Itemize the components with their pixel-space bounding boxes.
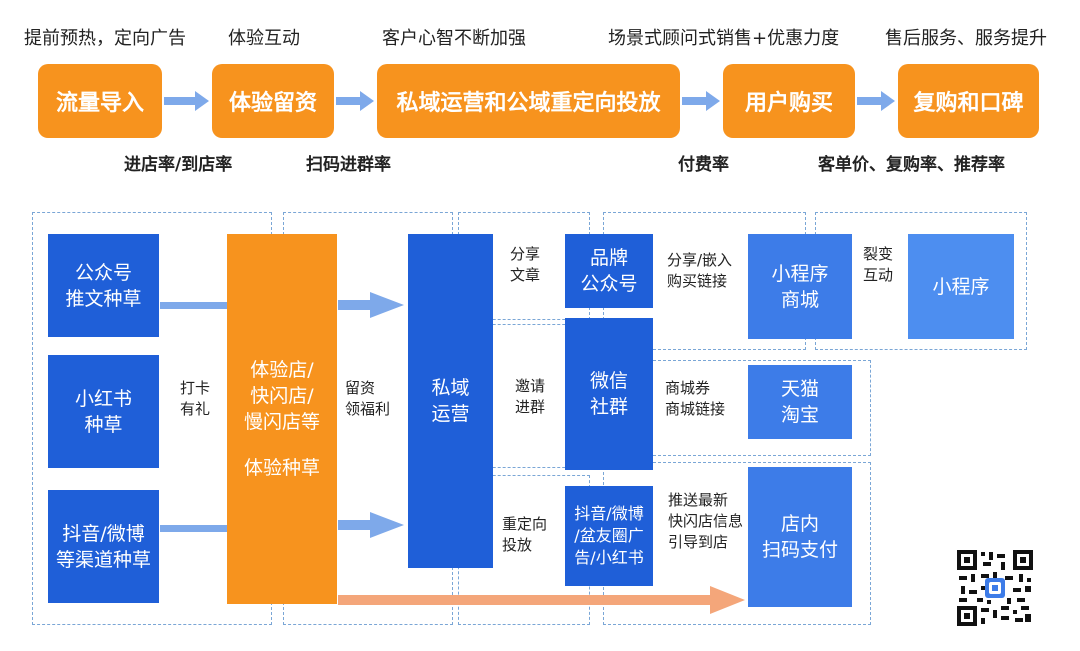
metric-group-join-rate: 扫码进群率 [306, 155, 391, 175]
note-checkin: 打卡有礼 [180, 379, 211, 418]
box-private-domain: 私域运营 [408, 234, 493, 568]
arrow-3 [682, 91, 720, 111]
top-label-interaction: 体验互动 [228, 28, 300, 49]
stage-retention: 体验留资 [212, 64, 334, 138]
box-instore-payment: 店内扫码支付 [748, 467, 852, 607]
box-tmall-taobao: 天猫淘宝 [748, 365, 852, 439]
top-label-preheat: 提前预热，定向广告 [24, 28, 186, 49]
box-douyin-weibo: 抖音/微博等渠道种草 [48, 490, 159, 603]
qr-code-icon [957, 550, 1033, 626]
note-fission: 裂变互动 [863, 245, 894, 284]
box-ad-channels: 抖音/微博 /盆友圈广 告/小红书 [565, 486, 653, 586]
note-share-embed: 分享/嵌入购买链接 [667, 251, 733, 290]
box-brand-official-account: 品牌公众号 [565, 234, 653, 308]
top-label-mindshare: 客户心智不断加强 [382, 28, 526, 49]
box-repurchase-mini-program: 小程序 [908, 234, 1014, 339]
box-wechat-group: 微信社群 [565, 318, 653, 470]
stage-private-domain: 私域运营和公域重定向投放 [377, 64, 680, 138]
box-xiaohongshu: 小红书种草 [48, 355, 159, 468]
stage-traffic: 流量导入 [38, 64, 162, 138]
stage-repurchase: 复购和口碑 [898, 64, 1039, 138]
arrow-4 [857, 91, 895, 111]
arrow-2 [336, 91, 374, 111]
top-label-service: 售后服务、服务提升 [885, 28, 1047, 49]
arrow-store-to-payment [338, 586, 745, 614]
note-mall-coupon: 商城券商城链接 [665, 379, 726, 418]
box-mini-program-mall: 小程序商城 [748, 234, 852, 339]
connector-article-to-store [160, 302, 227, 309]
arrow-store-to-private-top [338, 292, 404, 318]
metric-payment-rate: 付费率 [678, 155, 729, 175]
connector-douyin-to-store [160, 525, 227, 532]
box-wechat-article: 公众号推文种草 [48, 234, 159, 337]
note-retarget: 重定向投放 [502, 515, 548, 554]
arrow-1 [164, 91, 209, 111]
metric-visit-rate: 进店率/到店率 [124, 155, 233, 175]
top-label-sales: 场景式顾问式销售+优惠力度 [608, 28, 840, 49]
metric-aov-repurchase: 客单价、复购率、推荐率 [818, 155, 1005, 175]
note-push-popup: 推送最新 快闪店信息 引导到店 [668, 491, 744, 551]
stage-arrows [164, 91, 895, 111]
stage-purchase: 用户购买 [723, 64, 855, 138]
note-share-article: 分享文章 [510, 245, 541, 284]
note-retain: 留资领福利 [345, 379, 391, 418]
box-experience-store: 体验店/ 快闪店/ 慢闪店等 体验种草 [227, 234, 337, 604]
arrow-store-to-private-bottom [338, 512, 404, 538]
note-invite-group: 邀请进群 [515, 377, 546, 416]
